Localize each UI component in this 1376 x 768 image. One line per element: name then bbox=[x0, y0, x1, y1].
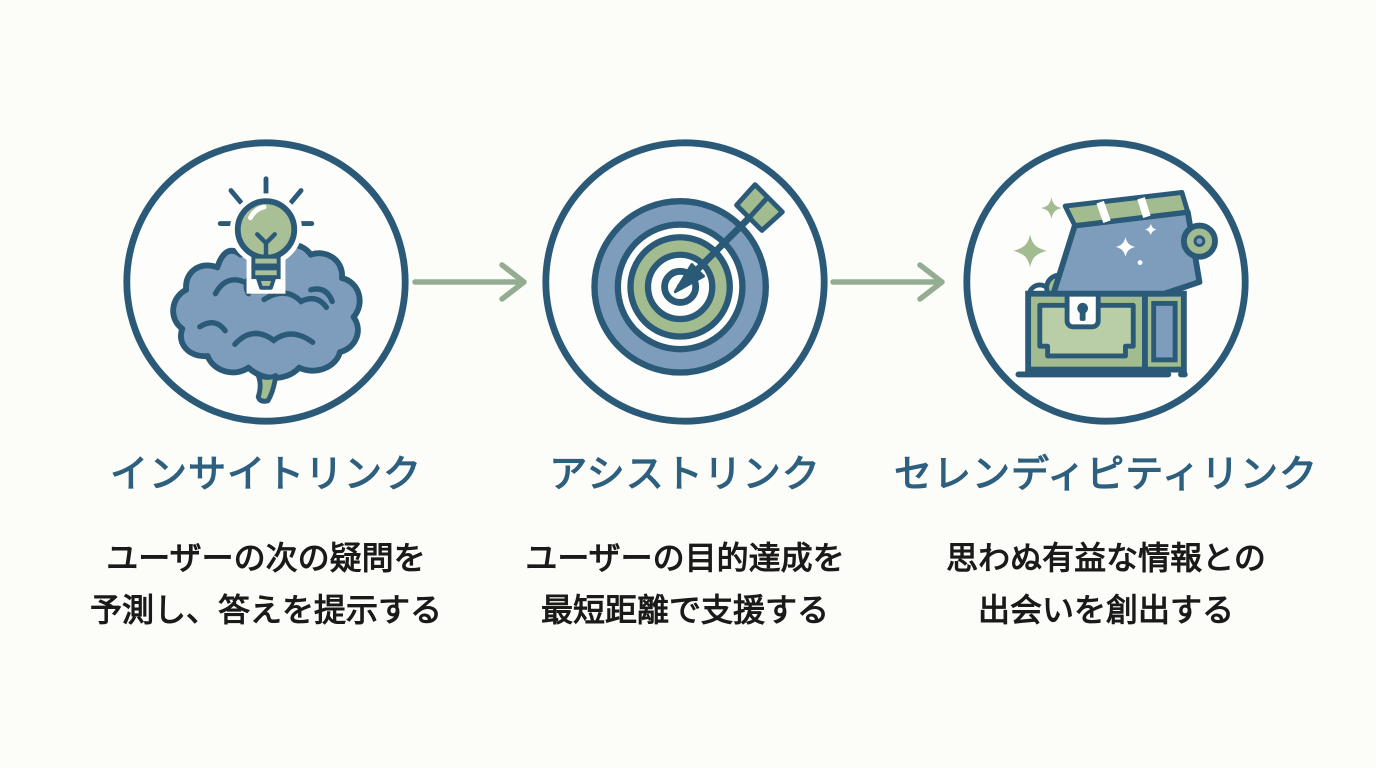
description-line-1: ユーザーの目的達成を bbox=[525, 540, 845, 576]
description-line-2: 予測し、答えを提示する bbox=[89, 592, 442, 628]
feature-description-insight-link: ユーザーの次の疑問を予測し、答えを提示する bbox=[90, 532, 442, 636]
description-line-1: 思わぬ有益な情報との bbox=[946, 540, 1266, 576]
feature-description-serendipity-link: 思わぬ有益な情報との出会いを創出する bbox=[946, 532, 1266, 636]
feature-insight-link: インサイトリンク ユーザーの次の疑問を予測し、答えを提示する bbox=[46, 136, 486, 636]
description-line-1: ユーザーの次の疑問を bbox=[106, 540, 426, 576]
arrow-right-icon bbox=[412, 262, 527, 302]
feature-serendipity-link: セレンディピティリンク 思わぬ有益な情報との出会いを創出する bbox=[886, 136, 1326, 636]
arrow-right-icon bbox=[830, 262, 945, 302]
description-line-2: 最短距離で支援する bbox=[540, 592, 829, 628]
feature-title-assist-link: アシストリンク bbox=[549, 454, 821, 496]
treasure-chest-icon bbox=[963, 139, 1249, 425]
brain-lightbulb-icon bbox=[123, 139, 409, 425]
feature-description-assist-link: ユーザーの目的達成を最短距離で支援する bbox=[525, 532, 844, 636]
feature-assist-link: アシストリンク ユーザーの目的達成を最短距離で支援する bbox=[465, 136, 905, 636]
feature-title-insight-link: インサイトリンク bbox=[109, 454, 422, 496]
feature-title-serendipity-link: セレンディピティリンク bbox=[893, 454, 1319, 496]
target-arrow-icon bbox=[542, 139, 828, 425]
description-line-2: 出会いを創出する bbox=[977, 592, 1234, 628]
